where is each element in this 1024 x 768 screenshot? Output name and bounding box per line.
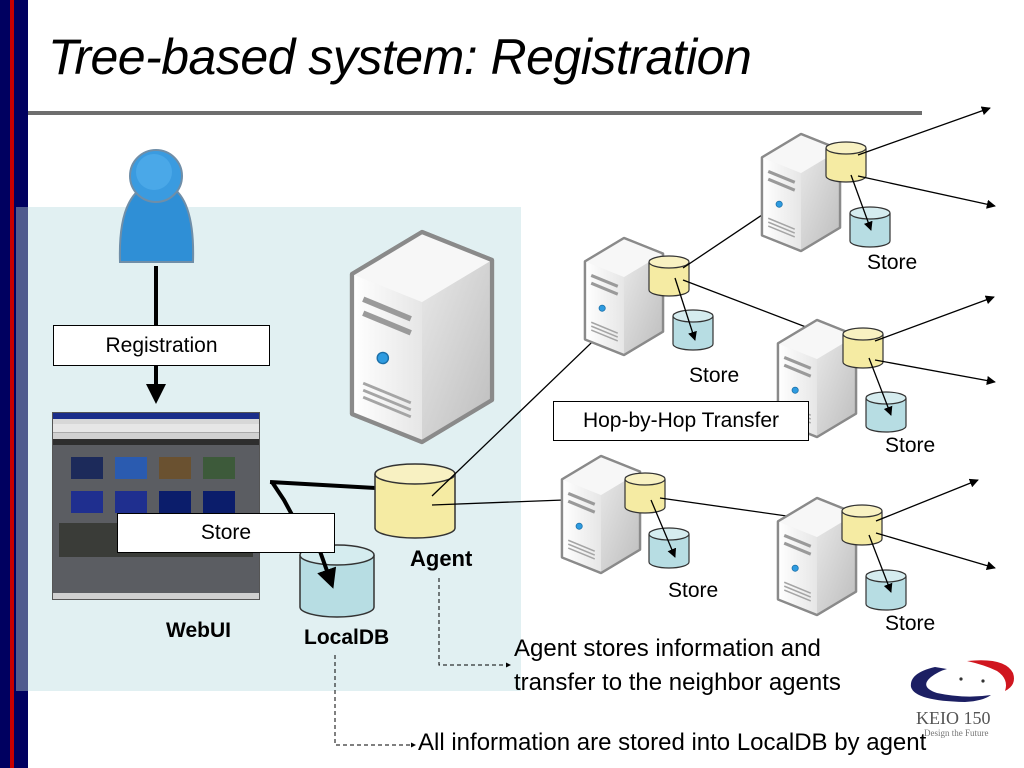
agent-node-icon (841, 504, 883, 546)
store-db-icon (672, 309, 714, 351)
outbound-arrow (857, 175, 996, 209)
store-label: Store (689, 364, 740, 387)
localdb-label: LocalDB (304, 626, 390, 649)
agent-node-icon (842, 327, 884, 369)
registration-label: Registration (53, 325, 270, 366)
user-icon (118, 149, 195, 263)
store-arrow (650, 499, 677, 558)
webui-label: WebUI (166, 619, 231, 642)
server-icon (583, 236, 665, 357)
store-label-box: Store (117, 513, 335, 553)
agent-label: Agent (410, 546, 473, 571)
central-server-icon (352, 232, 492, 442)
localdb-cylinder-icon (299, 544, 375, 618)
agent-cylinder-icon (374, 463, 456, 539)
keio-logo-icon (910, 660, 1014, 702)
outbound-arrow (857, 106, 991, 156)
title-divider (28, 111, 922, 115)
webui-thumb (71, 457, 103, 479)
store-arrow (850, 174, 873, 231)
webui-thumb (203, 491, 235, 513)
store-db-icon (865, 569, 907, 611)
webui-titlebar (53, 413, 259, 419)
logo-tagline: Design the Future (924, 728, 989, 738)
store-label: Store (668, 579, 719, 602)
logo-text: KEIO 150 (916, 708, 991, 728)
webui-tabs (53, 433, 259, 439)
outbound-arrow (874, 295, 995, 342)
webui-menubar (53, 419, 259, 424)
webui-thumb (115, 457, 147, 479)
localdb-caption-connector (334, 655, 416, 748)
store-label: Store (885, 434, 936, 457)
webui-thumb (159, 491, 191, 513)
store-label: Store (867, 251, 918, 274)
outbound-arrow (875, 478, 979, 522)
slide-title: Tree-based system: Registration (48, 29, 752, 85)
store-db-icon (648, 527, 690, 569)
webui-thumb (115, 491, 147, 513)
sidebar-red-stripe (10, 0, 14, 768)
agent-caption-line1: Agent stores information and (514, 635, 821, 662)
webui-thumb (159, 457, 191, 479)
agent-node-icon (648, 255, 690, 297)
hop-by-hop-label: Hop-by-Hop Transfer (553, 401, 809, 441)
webui-thumb (71, 491, 103, 513)
webui-thumb (203, 457, 235, 479)
webui-nav (53, 439, 259, 445)
outbound-arrow (874, 359, 996, 385)
agent-caption-line2: transfer to the neighbor agents (514, 669, 841, 696)
store-arrow (674, 277, 697, 341)
sidebar-light-band (16, 207, 28, 691)
outbound-arrow (875, 532, 996, 571)
store-label: Store (885, 612, 936, 635)
webui-statusbar (53, 593, 259, 599)
webui-screenshot (52, 412, 260, 600)
store-arrow (868, 534, 893, 593)
store-db-icon (865, 391, 907, 433)
webui-toolbar (53, 424, 259, 433)
agent-caption-connector (438, 578, 511, 668)
agent-node-icon (624, 472, 666, 514)
localdb-caption: All information are stored into LocalDB … (418, 729, 927, 756)
store-arrow (868, 357, 893, 416)
webui-thumbnails (53, 457, 259, 513)
server-icon (560, 454, 642, 575)
